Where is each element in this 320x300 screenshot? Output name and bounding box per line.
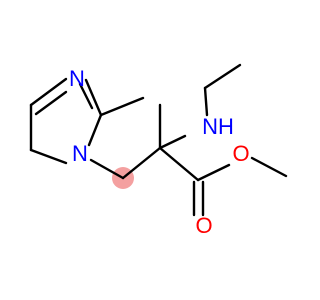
bond-set: [29, 63, 288, 217]
bond-c2-methyl: [99, 96, 145, 117]
bond-n1-ch2: [89, 158, 125, 180]
bond-cq-nh: [158, 134, 187, 150]
bond-c5-c4: [29, 77, 68, 107]
structure-canvas: N N NH O O: [29, 63, 288, 238]
bond-ch2-cq: [121, 146, 162, 180]
atom-label-ester-o: O: [232, 141, 249, 166]
bond-n1-c2: [87, 113, 103, 147]
molecule-drawing: N N NH O O: [29, 63, 288, 238]
bond-ethyl: [203, 63, 242, 90]
bond-c5-c4-double: [34, 90, 68, 116]
bond-oester-methyl: [250, 156, 288, 178]
bond-cq-carbonyl: [158, 146, 200, 182]
atom-label-nh: NH: [202, 114, 234, 139]
bond-nh-ch2: [203, 86, 209, 117]
atom-label-n1: N: [72, 141, 88, 166]
bond-c2-n3: [84, 78, 103, 117]
atom-label-carbonyl-o: O: [195, 213, 212, 238]
bond-carbonyl-oester: [196, 163, 231, 182]
bond-c6-n1: [29, 148, 68, 165]
atom-label-n3: N: [69, 66, 85, 91]
bond-c2-n3-double: [78, 82, 94, 110]
